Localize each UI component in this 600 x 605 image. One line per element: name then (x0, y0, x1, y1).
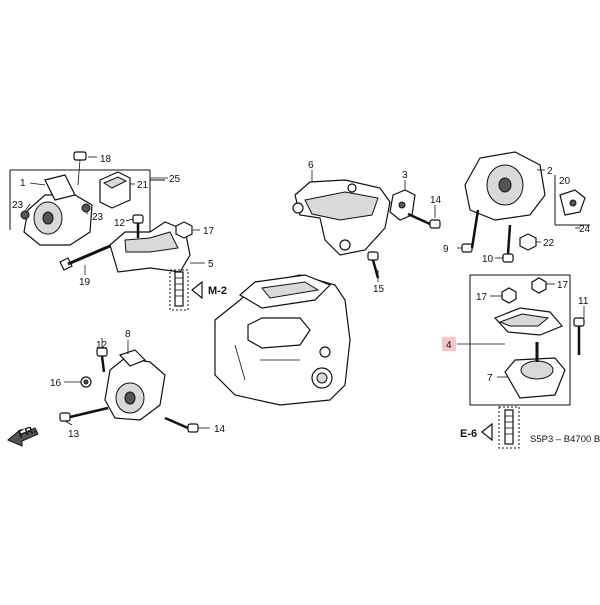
callout-13: 13 (68, 429, 80, 440)
bracket-21-top (102, 176, 128, 189)
callout-19: 19 (79, 277, 91, 288)
group-mount-4 (442, 274, 585, 406)
mount-2 (464, 151, 546, 221)
callout-17a: 17 (203, 226, 215, 237)
bolt-18 (73, 151, 87, 186)
callout-labels: 18 1 21 25 23 23 12 17 5 19 M-2 6 3 14 1… (12, 154, 600, 445)
callout-23b: 23 (92, 212, 104, 223)
bracket-6-face (304, 191, 379, 221)
nut-17c (531, 277, 547, 294)
bolt-11 (573, 317, 585, 355)
callout-15: 15 (373, 284, 385, 295)
group-20-24 (554, 175, 590, 226)
mount-tab (44, 174, 76, 201)
callout-5: 5 (208, 259, 214, 270)
bolt-12-lower (96, 347, 108, 373)
bolt-9 (461, 209, 480, 253)
callout-14-lower: 14 (214, 424, 226, 435)
group-frame-4 (469, 274, 571, 406)
callout-23a: 23 (12, 200, 24, 211)
ref-m2: M-2 (208, 285, 227, 297)
group-bracket-25 (9, 151, 203, 311)
callout-18: 18 (100, 154, 112, 165)
callout-9: 9 (443, 244, 449, 255)
callout-12-top: 12 (114, 218, 126, 229)
callout-3: 3 (402, 170, 408, 181)
callout-12-lower: 12 (96, 340, 108, 351)
nut-17a (175, 221, 193, 239)
bolt-19 (59, 244, 111, 271)
bolt-14-lower (164, 416, 199, 433)
bolt-10 (502, 224, 514, 263)
mount-8 (104, 349, 166, 421)
nut-23b (81, 203, 91, 213)
ref-e6: E-6 (460, 428, 477, 440)
group-frame (9, 169, 165, 261)
engine-block (214, 274, 351, 406)
callout-21: 21 (137, 180, 149, 191)
mount-bracket-6 (292, 179, 391, 256)
callout-24: 24 (579, 224, 591, 235)
callout-16: 16 (50, 378, 62, 389)
stud-e6 (481, 406, 520, 449)
callout-8: 8 (125, 329, 131, 340)
callout-6: 6 (308, 160, 314, 171)
nut-22 (519, 233, 537, 251)
front-label: FR. (17, 423, 38, 440)
leader-lines (24, 156, 585, 429)
mount-center (42, 211, 54, 225)
callout-4: 4 (446, 340, 452, 351)
bolt-15 (367, 251, 380, 279)
washer-16 (80, 376, 92, 388)
callout-20: 20 (559, 176, 571, 187)
front-arrow (7, 427, 39, 447)
callout-17c: 17 (557, 280, 569, 291)
callout-14-top: 14 (430, 195, 442, 206)
bracket-21 (99, 171, 131, 209)
bolt-13 (59, 406, 109, 422)
bracket-5-face (124, 231, 179, 253)
callout-25: 25 (169, 174, 181, 185)
callout-7: 7 (487, 373, 493, 384)
diagram-code: S5P3 – B4700 B (530, 434, 600, 445)
bolt-14-top (407, 212, 441, 229)
callout-22: 22 (543, 238, 555, 249)
callout-4-highlight (442, 337, 456, 351)
callout-17b: 17 (476, 292, 488, 303)
callout-1: 1 (20, 178, 26, 189)
stud-m2 (169, 269, 203, 311)
nut-17b (501, 287, 517, 304)
nut-23a (20, 210, 30, 220)
callout-10: 10 (482, 254, 494, 265)
callout-2: 2 (547, 166, 553, 177)
callout-11: 11 (578, 296, 589, 307)
